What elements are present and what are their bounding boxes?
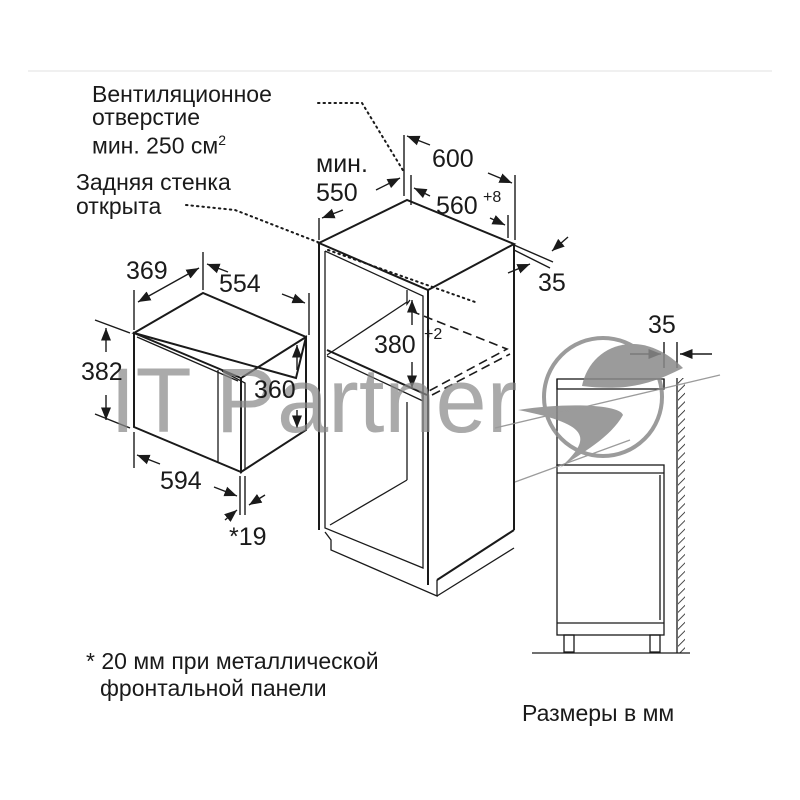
appliance-drawing (94, 252, 310, 522)
vent-callout-line1: Вентиляционное (92, 81, 272, 107)
vent-callout-line3: мин. 250 см2 (92, 129, 226, 158)
dim-rear-gap: 35 (538, 269, 566, 297)
dim-niche-width: 560 (436, 192, 478, 220)
dim-min-label: мин. (316, 150, 368, 178)
vent-area-value: мин. 250 см (92, 132, 219, 159)
dim-niche-height: 380 (374, 331, 416, 359)
dim-appliance-width-front: 594 (160, 467, 202, 495)
footnote-line2: фронтальной панели (100, 675, 327, 701)
dim-appliance-depth: 369 (126, 257, 168, 285)
side-view-drawing (532, 342, 712, 654)
footnote-line1: * 20 мм при металлической (86, 648, 379, 674)
dim-niche-width-tolerance: +8 (483, 189, 501, 206)
watermark: IT Partner (110, 336, 721, 483)
dim-cabinet-min-depth: 550 (316, 179, 358, 207)
vent-area-superscript: 2 (218, 132, 227, 148)
vent-callout-leader (317, 102, 405, 173)
units-note: Размеры в мм (522, 700, 675, 726)
rear-callout-line2: открыта (76, 193, 162, 219)
dim-wall-gap: 35 (648, 311, 676, 339)
dim-appliance-height-inner: 360 (254, 376, 296, 404)
dim-niche-height-tolerance: +2 (424, 326, 442, 343)
dim-cabinet-outer-width: 600 (432, 145, 474, 173)
cabinet-drawing (316, 135, 569, 597)
dim-appliance-width-top: 554 (219, 270, 261, 298)
dim-door-thickness: *19 (229, 523, 267, 551)
vent-callout-line2: отверстие (92, 104, 201, 130)
rear-callout-leader (185, 204, 321, 244)
watermark-text: IT Partner (110, 350, 517, 452)
rear-callout-line1: Задняя стенка (76, 169, 231, 195)
dim-appliance-height-outer: 382 (81, 358, 123, 386)
